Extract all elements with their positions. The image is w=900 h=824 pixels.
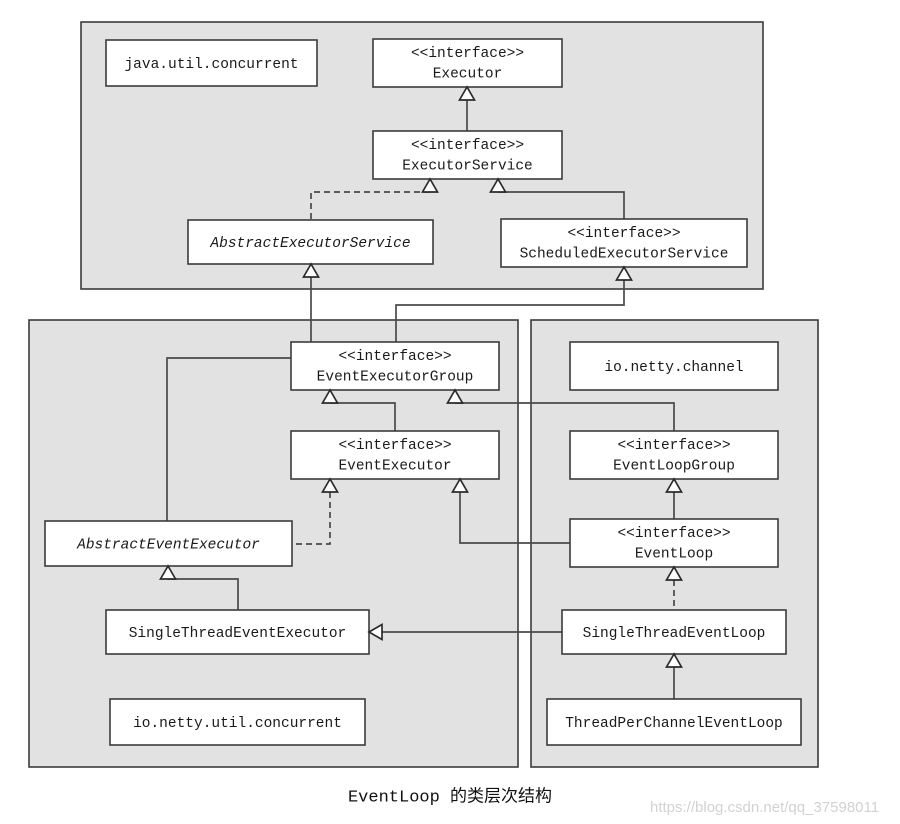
box-scheduled-executor-service-stereotype: <<interface>> bbox=[567, 226, 680, 242]
box-event-loop-group-stereotype: <<interface>> bbox=[617, 438, 730, 454]
box-event-executor-group-stereotype: <<interface>> bbox=[338, 349, 451, 365]
box-event-executor-group-name: EventExecutorGroup bbox=[317, 369, 474, 385]
rel-abstracteventexecutor-implements-eventexecutor-line bbox=[292, 492, 331, 545]
box-single-thread-event-executor[interactable]: SingleThreadEventExecutor bbox=[105, 609, 370, 655]
box-io-netty-util-concurrent[interactable]: io.netty.util.concurrent bbox=[109, 698, 366, 746]
rel-executorservice-extends-executor-arrowhead bbox=[458, 85, 476, 101]
rel-eventexecutorgroup-extends-scheduledexecutorservice-arrowhead bbox=[615, 265, 633, 281]
rel-eventexecutorgroup-extends-scheduledexecutorservice-line bbox=[395, 280, 625, 342]
box-executor-name: Executor bbox=[433, 66, 503, 82]
class-box-layer: java.util.concurrent <<interface>> Executo… bbox=[44, 38, 802, 746]
box-event-loop-name: EventLoop bbox=[635, 546, 713, 562]
box-executor-stereotype: <<interface>> bbox=[411, 46, 524, 62]
box-io-netty-channel[interactable]: io.netty.channel bbox=[569, 341, 779, 391]
diagram-caption: EventLoop 的类层次结构 bbox=[348, 786, 552, 807]
rel-eventloopgroup-extends-eventexecutorgroup-arrowhead bbox=[446, 388, 464, 404]
box-event-loop-stereotype: <<interface>> bbox=[617, 526, 730, 542]
source-watermark: https://blog.csdn.net/qq_37598011 bbox=[650, 799, 879, 816]
rel-singlethreadeventloop-implements-eventloop-arrowhead bbox=[665, 565, 683, 581]
rel-scheduledexecutorservice-extends-executorservice-line bbox=[498, 191, 625, 219]
box-java-util-concurrent-name: java.util.concurrent bbox=[124, 57, 298, 73]
rel-abstractexecutorservice-implements-executorservice-arrowhead bbox=[421, 177, 439, 193]
box-event-executor-name: EventExecutor bbox=[338, 458, 451, 474]
rel-abstracteventexecutor-implements-eventexecutor-arrowhead bbox=[321, 477, 339, 493]
box-thread-per-channel-event-loop[interactable]: ThreadPerChannelEventLoop bbox=[546, 698, 802, 746]
relation-edge-layer bbox=[166, 100, 675, 699]
box-single-thread-event-executor-name: SingleThreadEventExecutor bbox=[129, 626, 347, 642]
box-event-loop[interactable]: <<interface>> EventLoop bbox=[569, 518, 779, 568]
box-abstract-event-executor[interactable]: AbstractEventExecutor bbox=[44, 520, 293, 567]
rel-eventloop-extends-eventexecutor-arrowhead bbox=[451, 477, 469, 493]
box-scheduled-executor-service-name: ScheduledExecutorService bbox=[520, 246, 729, 262]
box-thread-per-channel-event-loop-name: ThreadPerChannelEventLoop bbox=[565, 716, 783, 732]
box-executor-service[interactable]: <<interface>> ExecutorService bbox=[372, 130, 563, 180]
rel-eventloop-extends-eventexecutor-line bbox=[459, 492, 570, 544]
rel-abstracteventexecutor-extends-abstractexecutorservice-line bbox=[166, 357, 291, 521]
box-executor[interactable]: <<interface>> Executor bbox=[372, 38, 563, 88]
box-java-util-concurrent[interactable]: java.util.concurrent bbox=[105, 39, 318, 87]
box-event-executor-stereotype: <<interface>> bbox=[338, 438, 451, 454]
box-event-executor-group[interactable]: <<interface>> EventExecutorGroup bbox=[290, 341, 500, 391]
box-single-thread-event-loop[interactable]: SingleThreadEventLoop bbox=[561, 609, 787, 655]
rel-eventloopgroup-extends-eventexecutorgroup-line bbox=[455, 402, 675, 431]
rel-eventloop-extends-eventloopgroup-arrowhead bbox=[665, 477, 683, 493]
rel-threadperchanneleventloop-extends-singlethreadeventloop-arrowhead bbox=[665, 652, 683, 668]
rel-eventexecutor-extends-eventexecutorgroup-arrowhead bbox=[321, 388, 339, 404]
rel-singlethreadeventexecutor-extends-abstracteventexecutor-arrowhead bbox=[159, 564, 177, 580]
box-abstract-executor-service[interactable]: AbstractExecutorService bbox=[187, 219, 434, 265]
box-abstract-event-executor-name: AbstractEventExecutor bbox=[76, 537, 260, 553]
box-single-thread-event-loop-name: SingleThreadEventLoop bbox=[583, 626, 766, 642]
box-abstract-executor-service-name: AbstractExecutorService bbox=[209, 236, 410, 252]
rel-abstracteventexecutor-extends-abstractexecutorservice-arrowhead bbox=[302, 262, 320, 278]
box-io-netty-channel-name: io.netty.channel bbox=[604, 360, 743, 376]
box-event-loop-group[interactable]: <<interface>> EventLoopGroup bbox=[569, 430, 779, 480]
box-executor-service-name: ExecutorService bbox=[402, 158, 533, 174]
box-event-loop-group-name: EventLoopGroup bbox=[613, 458, 735, 474]
arrowhead-layer bbox=[159, 85, 683, 668]
rel-singlethreadeventexecutor-extends-abstracteventexecutor-line bbox=[168, 578, 239, 610]
box-executor-service-stereotype: <<interface>> bbox=[411, 138, 524, 154]
box-event-executor[interactable]: <<interface>> EventExecutor bbox=[290, 430, 500, 480]
box-io-netty-util-concurrent-name: io.netty.util.concurrent bbox=[133, 716, 342, 732]
rel-eventexecutor-extends-eventexecutorgroup-line bbox=[330, 402, 396, 431]
rel-singlethreadeventloop-extends-singlethreadeventexecutor-arrowhead bbox=[367, 623, 383, 641]
rel-scheduledexecutorservice-extends-executorservice-arrowhead bbox=[489, 177, 507, 193]
box-scheduled-executor-service[interactable]: <<interface>> ScheduledExecutorService bbox=[500, 218, 748, 268]
